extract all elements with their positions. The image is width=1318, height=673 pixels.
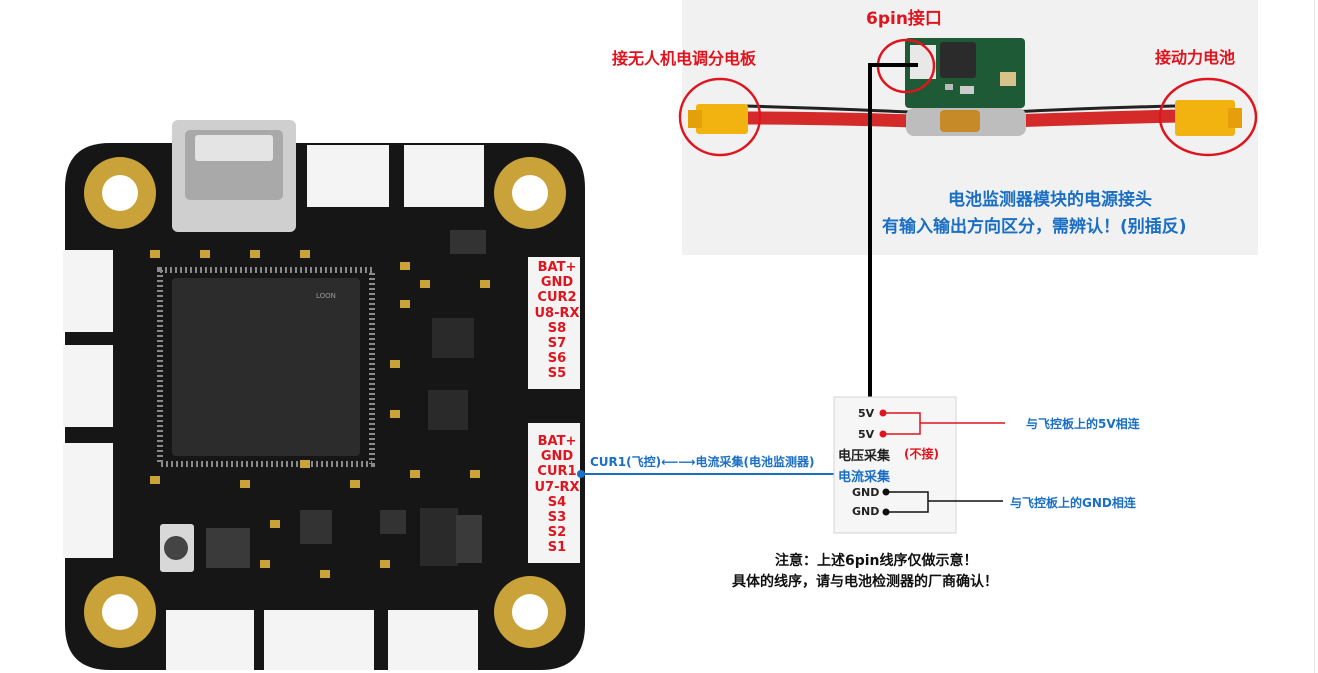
pin-label: S5 (547, 366, 567, 382)
pin-label: S2 (547, 525, 567, 541)
pin-label: U7-RX (534, 479, 580, 495)
pin-label: U8-RX (534, 305, 580, 321)
pin-5v-1: 5V (858, 407, 875, 420)
battery-connector-label: 接动力电池 (1155, 48, 1236, 67)
pin-label: GND (540, 275, 574, 291)
pin-label: S4 (547, 494, 567, 510)
voltage-not-connected: (不接) (904, 447, 939, 461)
cur1-connection-label: CUR1(飞控)⟵⟶电流采集(电池监测器) (590, 455, 815, 469)
pin-label: GND (540, 449, 574, 465)
pin-gnd-1: GND (852, 486, 880, 499)
pin-5v-2: 5V (858, 428, 875, 441)
pin-current-sense: 电流采集 (838, 470, 891, 485)
pin-label: CUR2 (537, 290, 577, 306)
gnd-annotation: 与飞控板上的GND相连 (1010, 496, 1136, 510)
pin-label: BAT+ (537, 434, 577, 449)
mcu-brand: LOON (316, 292, 336, 300)
pin-label: S1 (547, 540, 567, 556)
wiring-note-1: 注意：上述6pin线序仅做示意！ (775, 553, 978, 569)
pin-gnd-2: GND (852, 505, 880, 518)
pin-label: BAT+ (537, 260, 577, 275)
esc-connector-label: 接无人机电调分电板 (612, 49, 757, 68)
upper-pin-labels: BAT+ GND CUR2 U8-RX S8 S7 S6 S5 (534, 260, 580, 382)
6pin-connector-title: 6pin接口 (866, 9, 942, 29)
wiring-note-2: 具体的线序，请与电池检测器的厂商确认！ (732, 574, 998, 590)
power-connector-note-1: 电池监测器模块的电源接头 (948, 190, 1152, 210)
pin-label: S7 (547, 336, 567, 352)
pin-label: CUR1 (537, 464, 577, 480)
pin-voltage-sense: 电压采集 (838, 449, 891, 464)
pin-label: S8 (547, 320, 567, 336)
pin-label: S6 (547, 351, 567, 367)
5v-annotation: 与飞控板上的5V相连 (1026, 417, 1140, 431)
power-connector-note-2: 有输入输出方向区分，需辨认！(别插反) (882, 217, 1187, 237)
pin-label: S3 (547, 510, 567, 526)
lower-pin-labels: BAT+ GND CUR1 U7-RX S4 S3 S2 S1 (534, 434, 580, 556)
page-edge (1314, 0, 1315, 673)
